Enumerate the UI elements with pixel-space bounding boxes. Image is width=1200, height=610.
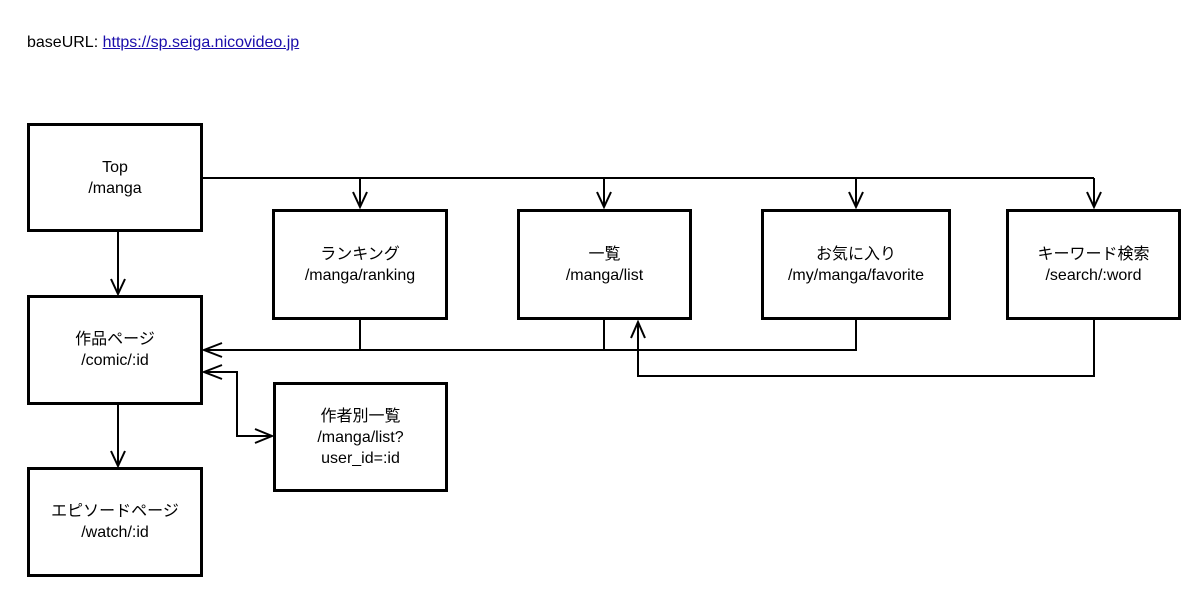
node-ranking: ランキング /manga/ranking	[272, 209, 448, 320]
edge-top-to-list-arrowhead	[596, 191, 612, 210]
node-comic-path: /comic/:id	[81, 352, 149, 369]
node-comic-title: 作品ページ	[75, 331, 155, 348]
node-list-path: /manga/list	[565, 266, 644, 284]
edge-to-comic-arrowhead	[201, 342, 223, 358]
edge-comic-to-episode-arrowhead	[110, 450, 126, 469]
node-favorite-title: お気に入り	[815, 245, 896, 263]
node-ranking-path: /manga/ranking	[304, 266, 416, 284]
node-top-title: Top	[102, 158, 128, 176]
node-top-path: /manga	[88, 179, 142, 197]
edge-top-to-favorite-arrowhead	[848, 191, 864, 210]
node-episode-path: /watch/:id	[81, 524, 149, 541]
node-top: Top /manga	[27, 123, 203, 232]
edge-comic-to-author-arrowhead	[254, 428, 275, 444]
node-search: キーワード検索 /search/:word	[1006, 209, 1181, 320]
node-author: 作者別一覧 /manga/list? user_id=:id	[273, 382, 448, 492]
node-author-path: /manga/list?	[317, 428, 404, 446]
edge-top-to-ranking-arrowhead	[352, 191, 368, 210]
edge-author-to-comic-arrowhead	[201, 364, 223, 380]
node-search-title: キーワード検索	[1037, 245, 1150, 263]
node-favorite-path: /my/manga/favorite	[787, 266, 925, 284]
node-comic: 作品ページ /comic/:id	[27, 295, 203, 405]
node-favorite: お気に入り /my/manga/favorite	[761, 209, 951, 320]
edge-search-to-list	[637, 320, 1095, 377]
edge-comic-author	[204, 371, 272, 437]
edge-top-to-comic-arrowhead	[110, 278, 126, 297]
base-url-label: baseURL:	[27, 34, 99, 51]
node-ranking-title: ランキング	[320, 245, 400, 263]
edge-favorite-to-comic	[204, 320, 857, 351]
node-episode-title: エピソードページ	[51, 503, 179, 520]
node-list: 一覧 /manga/list	[517, 209, 692, 320]
base-url-link[interactable]: https://sp.seiga.nicovideo.jp	[102, 34, 300, 51]
base-url-line: baseURL: https://sp.seiga.nicovideo.jp	[27, 33, 299, 53]
node-author-title: 作者別一覧	[320, 407, 401, 425]
node-author-path-query: user_id=:id	[321, 449, 400, 467]
node-list-title: 一覧	[588, 245, 621, 263]
node-search-path: /search/:word	[1045, 266, 1142, 284]
node-episode: エピソードページ /watch/:id	[27, 467, 203, 577]
edge-search-to-list-arrowhead	[630, 319, 646, 339]
edge-top-to-search-arrowhead	[1086, 191, 1102, 210]
